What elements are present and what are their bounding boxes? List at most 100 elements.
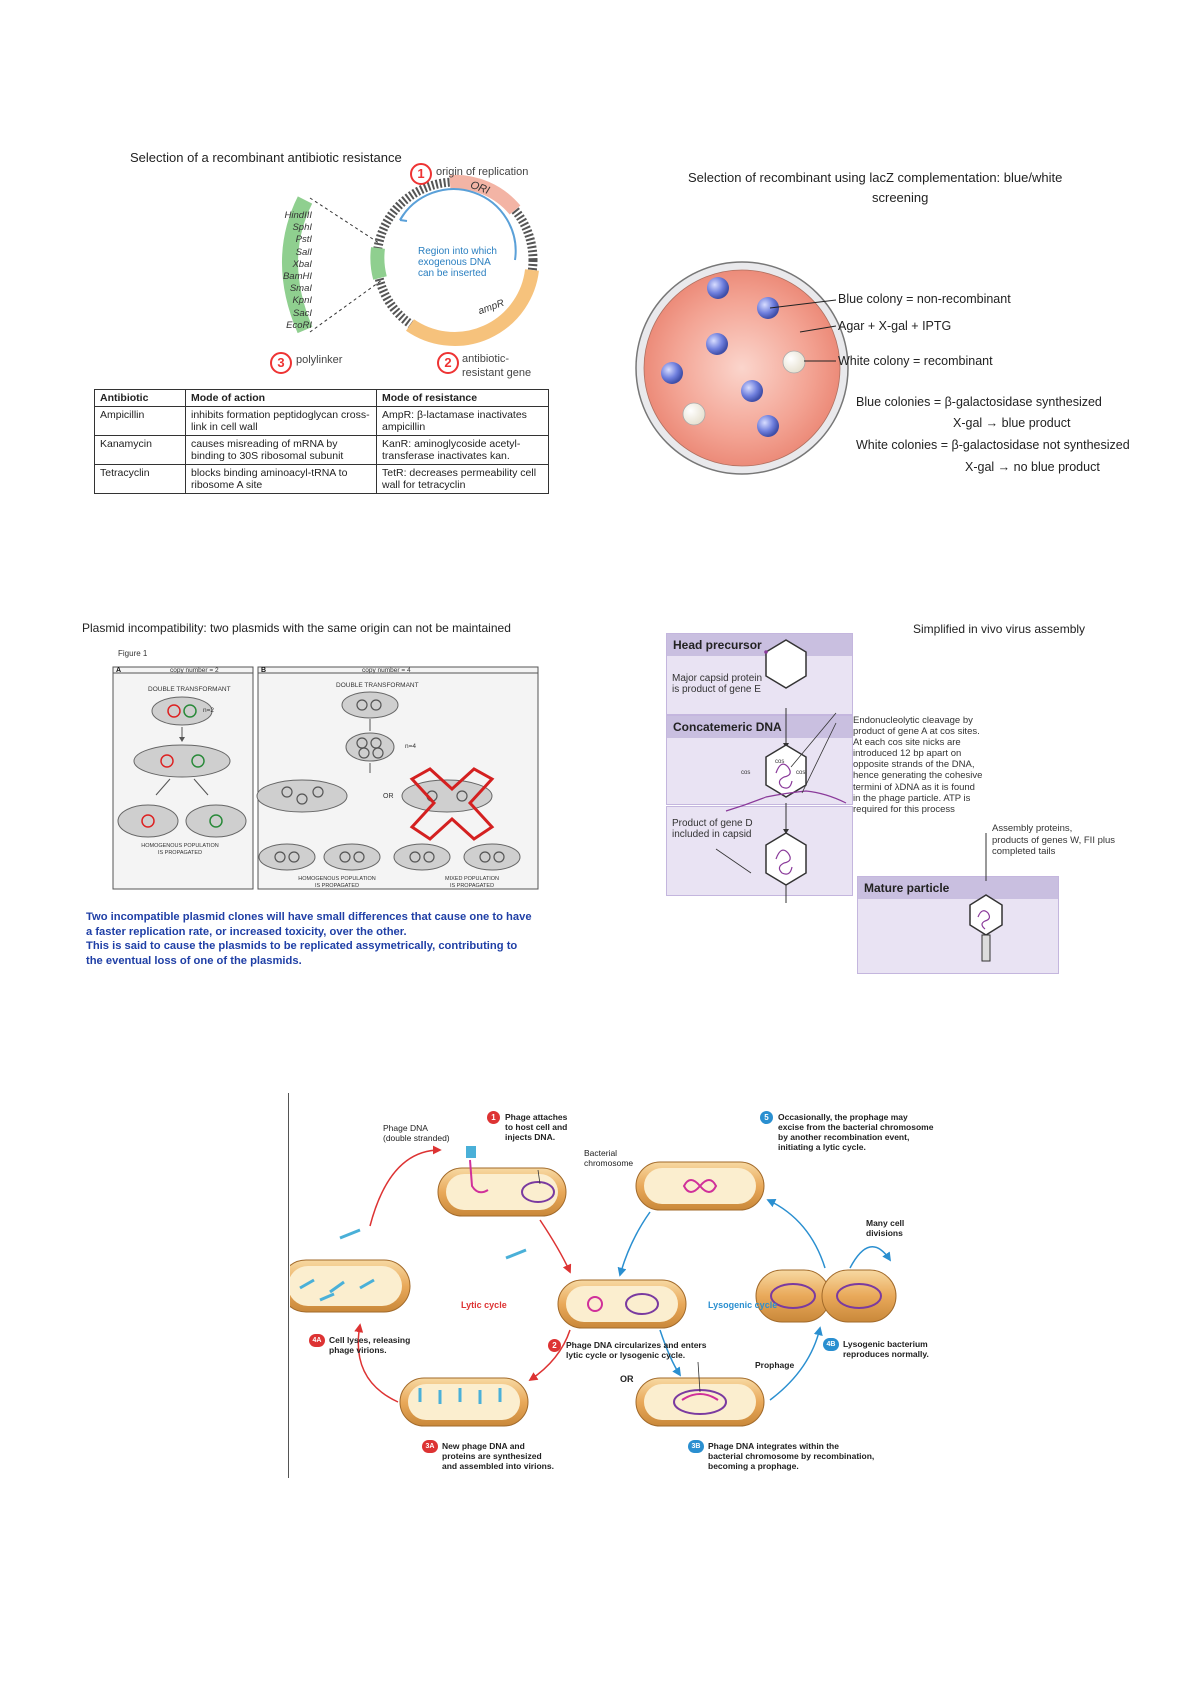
blue-colony: [757, 297, 779, 319]
table-cell: Ampicillin: [94, 406, 186, 436]
step-3b-badge: 3B: [688, 1440, 704, 1453]
panel-b-copy: copy number = 4: [362, 667, 411, 674]
step-4b-badge: 4B: [823, 1338, 839, 1351]
table-cell: blocks binding aminoacyl-tRNA to ribosom…: [185, 464, 377, 494]
plasmid-diagram: [282, 174, 539, 346]
desc-line: This is said to cause the plasmids to be…: [86, 940, 518, 953]
panel-b-letter: B: [261, 667, 267, 674]
step-3a-text: New phage DNA and proteins are synthesiz…: [442, 1441, 554, 1471]
polylinker-label: polylinker: [296, 354, 343, 366]
table-header: Mode of resistance: [376, 389, 549, 407]
site: SalI: [295, 246, 312, 258]
table-cell: causes misreading of mRNA by binding to …: [185, 435, 377, 465]
step-5-text: Occasionally, the prophage may excise fr…: [778, 1112, 934, 1152]
step-2-text: Phage DNA circularizes and enters lytic …: [566, 1340, 707, 1360]
double-transformant-a: DOUBLE TRANSFORMANT: [148, 686, 231, 693]
desc-line: Two incompatible plasmid clones will hav…: [86, 911, 532, 923]
capsid-hexagon: [765, 639, 807, 689]
table-row: Ampicillin inhibits formation peptidogly…: [94, 406, 549, 436]
bluewhite-pointers: [769, 299, 837, 362]
region-text: Region into which exogenous DNA can be i…: [418, 246, 497, 279]
table-cell: Kanamycin: [94, 435, 186, 465]
table-header: Antibiotic: [94, 389, 186, 407]
antibiotic-label: antibiotic- resistant gene: [462, 353, 532, 379]
step-4b-text: Lysogenic bacterium reproduces normally.: [843, 1339, 929, 1359]
site: BamHI: [282, 271, 312, 283]
mixed-label: MIXED POPULATION IS PROPAGATED: [445, 876, 499, 889]
blue-colony: [707, 277, 729, 299]
blue-colony: [741, 380, 763, 402]
incompat-description: Two incompatible plasmid clones will hav…: [86, 910, 532, 968]
phage-dna-label: Phage DNA (double stranded): [383, 1123, 450, 1143]
polylinker-arc: [282, 196, 313, 334]
step-1-badge: 1: [487, 1111, 500, 1124]
homog-a-label: HOMOGENOUS POPULATION IS PROPAGATED: [141, 843, 219, 856]
petri-dish: [635, 261, 849, 475]
assembly-proteins-text: Assembly proteins, products of genes W, …: [992, 823, 1116, 857]
white-colony: [782, 350, 806, 374]
ori-label: origin of replication: [436, 166, 529, 178]
concatemeric-title: Concatemeric DNA: [667, 716, 852, 738]
table-row: Tetracyclin blocks binding aminoacyl-tRN…: [94, 464, 549, 494]
site: EcoRI: [286, 319, 312, 331]
or-label: OR: [383, 793, 394, 800]
head-precursor-title: Head precursor: [667, 634, 852, 656]
bacterial-chromosome-label: Bacterial chromosome: [584, 1148, 634, 1168]
capsid-text: Major capsid protein is product of gene …: [672, 673, 763, 695]
site: SacI: [292, 307, 312, 319]
antibiotic-number-badge: 2: [437, 352, 459, 374]
amp-arc: [406, 269, 539, 346]
label-blue-colony: Blue colony = non-recombinant: [838, 292, 1011, 306]
gene-d-text: Product of gene D included in capsid: [672, 818, 753, 840]
n4-label: n=4: [405, 743, 417, 750]
table-cell: inhibits formation peptidoglycan cross-l…: [185, 406, 377, 436]
note-white: White colonies = β-galactosidase not syn…: [856, 438, 1130, 452]
or-text: OR: [620, 1374, 634, 1384]
lifecycle-diagram: [290, 1145, 897, 1427]
label-white-colony: White colony = recombinant: [838, 354, 993, 368]
many-divisions-label: Many cell divisions: [866, 1218, 905, 1238]
table-cell: AmpR: β-lactamase inactivates ampicillin: [376, 406, 549, 436]
blue-colony: [757, 415, 779, 437]
site: SphI: [292, 222, 312, 234]
step-3a-badge: 3A: [422, 1440, 438, 1453]
red-cross-mark: [409, 767, 495, 841]
cos-label-2: cos: [741, 770, 751, 776]
cos-label-3: cos: [796, 770, 806, 776]
homog-b-label: HOMOGENOUS POPULATION IS PROPAGATED: [298, 876, 376, 889]
resistance-title: Selection of a recombinant antibiotic re…: [130, 150, 402, 165]
table-cell: TetR: decreases permeability cell wall f…: [376, 464, 549, 494]
table-cell: KanR: aminoglycoside acetyl-transferase …: [376, 435, 549, 465]
note-blue-product: X-gal → blue product: [953, 416, 1071, 430]
polylinker-number-badge: 3: [270, 352, 292, 374]
desc-line: a faster replication rate, or increased …: [86, 925, 407, 938]
note-no-blue: X-gal → no blue product: [965, 460, 1100, 474]
site: PstI: [295, 234, 312, 246]
incompat-figure-label: Figure 1: [118, 649, 148, 658]
step-4a-badge: 4A: [309, 1334, 325, 1347]
step-1-text: Phage attaches to host cell and injects …: [505, 1112, 568, 1142]
white-colony: [682, 402, 706, 426]
site: HindIII: [284, 210, 312, 221]
site: XbaI: [292, 258, 312, 270]
step-2-badge: 2: [548, 1339, 561, 1352]
desc-line: the eventual loss of one of the plasmids…: [86, 954, 302, 967]
site: SmaI: [289, 283, 312, 295]
table-row: Kanamycin causes misreading of mRNA by b…: [94, 435, 549, 465]
table-header: Mode of action: [185, 389, 377, 407]
blue-colony: [661, 362, 683, 384]
lysogenic-cycle-label: Lysogenic cycle: [708, 1300, 778, 1310]
panel-a-copy: copy number = 2: [170, 667, 219, 674]
assembly-title: Simplified in vivo virus assembly: [913, 622, 1086, 636]
ori-number-badge: 1: [410, 163, 432, 185]
step-3b-text: Phage DNA integrates within the bacteria…: [708, 1441, 875, 1471]
note-blue: Blue colonies = β-galactosidase synthesi…: [856, 395, 1102, 409]
site: KpnI: [292, 295, 312, 307]
incompat-title: Plasmid incompatibility: two plasmids wi…: [82, 621, 511, 635]
endo-text: Endonucleolytic cleavage by product of g…: [853, 715, 983, 815]
gene-d-panel: [666, 806, 853, 896]
n2-label: n=2: [203, 707, 215, 714]
antibiotic-table: Antibiotic Mode of action Mode of resist…: [94, 389, 549, 494]
cell: [755, 1269, 831, 1323]
mature-title: Mature particle: [858, 877, 1058, 899]
